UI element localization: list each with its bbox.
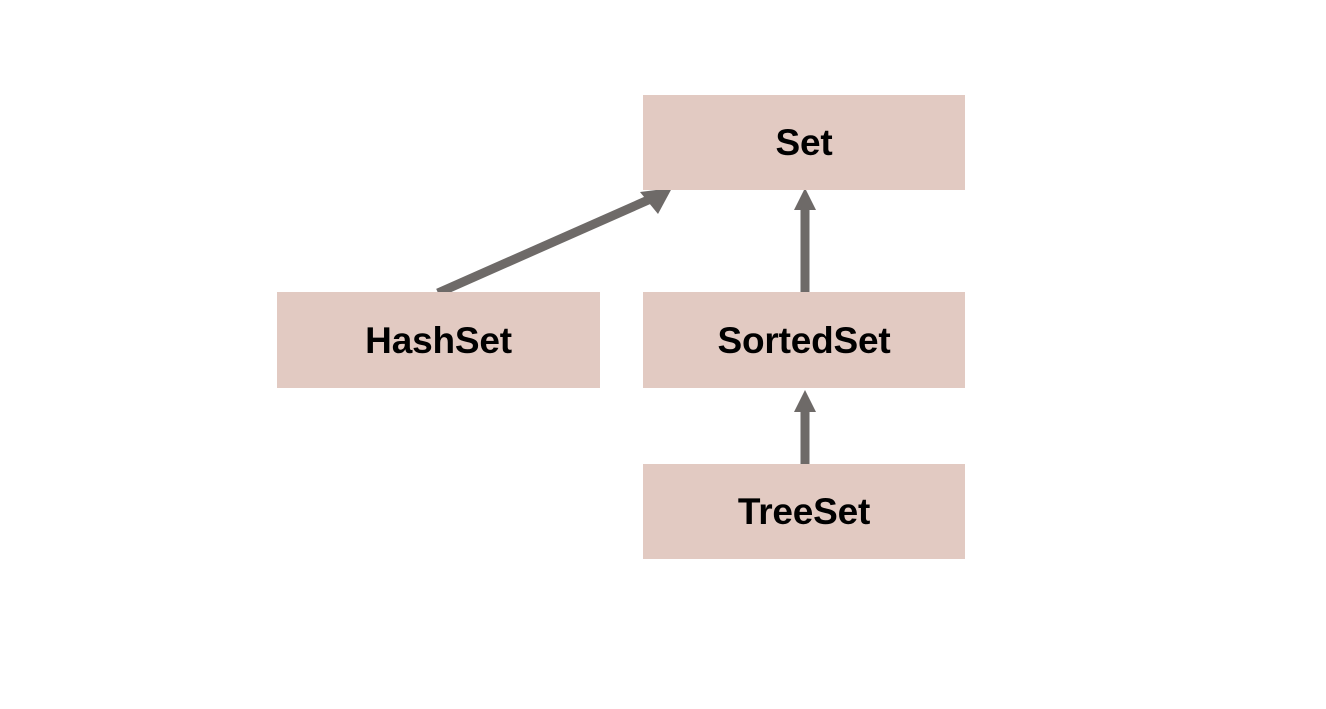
edge-hashset-to-set-arrowhead bbox=[640, 188, 672, 214]
edge-hashset-to-set bbox=[436, 188, 672, 298]
edge-hashset-to-set-shaft bbox=[436, 192, 657, 298]
node-treeset-label: TreeSet bbox=[737, 491, 871, 532]
node-sortedset[interactable]: SortedSet bbox=[643, 292, 965, 388]
node-treeset[interactable]: TreeSet bbox=[643, 464, 965, 559]
edge-treeset-to-sortedset-arrowhead bbox=[794, 390, 816, 412]
edge-sortedset-to-set-arrowhead bbox=[794, 188, 816, 210]
node-hashset[interactable]: HashSet bbox=[277, 292, 600, 388]
node-hashset-label: HashSet bbox=[365, 319, 512, 361]
node-set[interactable]: Set bbox=[643, 95, 965, 190]
node-sortedset-label: SortedSet bbox=[717, 319, 891, 361]
edge-treeset-to-sortedset bbox=[794, 390, 816, 464]
node-set-label: Set bbox=[775, 122, 833, 163]
edge-sortedset-to-set bbox=[794, 188, 816, 292]
